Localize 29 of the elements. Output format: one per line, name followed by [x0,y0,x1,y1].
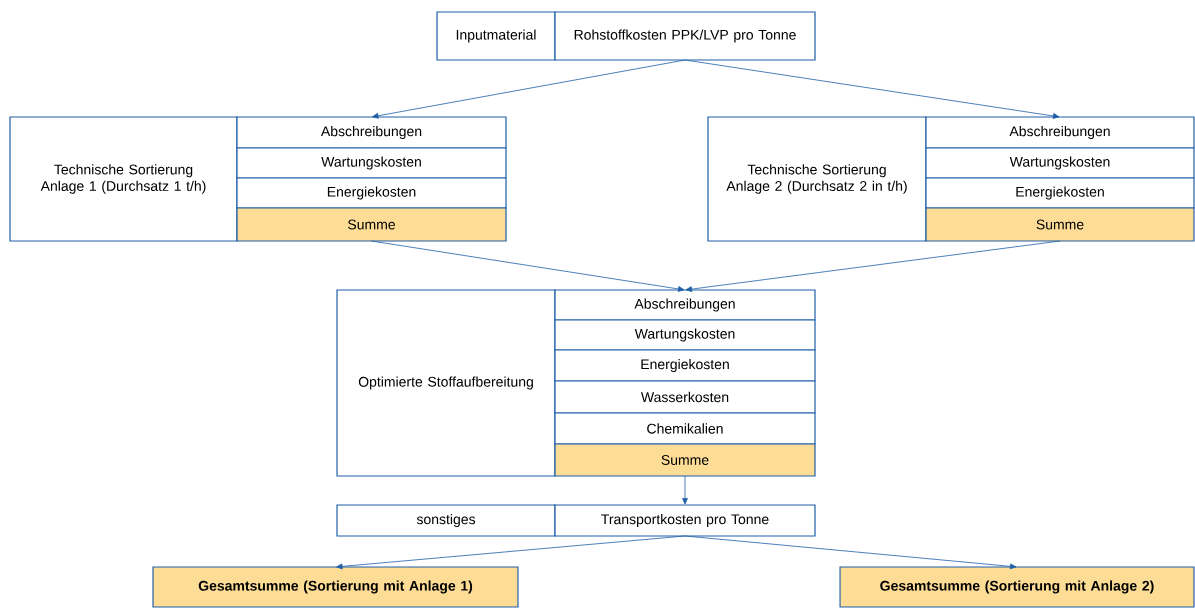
total-box: Gesamtsumme (Sortierung mit Anlage 2) [839,566,1195,608]
sum-cell: Summe [554,443,816,477]
process-box: Technische Sortierung Anlage 1 (Durchsatz 1 t/h) [9,116,238,242]
table-cell: Chemikalien [554,412,816,445]
arrow [371,240,685,292]
table-cell: Transportkosten pro Tonne [554,504,816,537]
table-cell: Wartungskosten [236,147,507,179]
table-cell: Inputmaterial [436,11,556,61]
arrow [336,535,686,570]
table-cell: Abschreibungen [236,116,507,149]
table-cell: Wartungskosten [554,319,816,351]
table-cell: Wasserkosten [554,380,816,414]
process-box: Optimierte Stoffaufbereitung [336,289,556,477]
table-cell: Abschreibungen [554,289,816,321]
table-cell: Energiekosten [554,349,816,382]
arrow [684,59,1060,119]
total-box: Gesamtsumme (Sortierung mit Anlage 1) [152,566,519,608]
table-cell: Wartungskosten [925,147,1195,179]
table-cell: Abschreibungen [925,116,1195,149]
arrow [684,535,1017,570]
table-cell: Energiekosten [925,177,1195,209]
arrow [682,475,688,505]
table-cell: sonstiges [336,504,556,537]
arrow [372,59,686,119]
sum-cell: Summe [236,207,507,242]
process-box: Technische Sortierung Anlage 2 (Durchsatz 2 in t/h) [707,116,927,242]
sum-cell: Summe [925,207,1195,242]
arrow [685,240,1061,292]
table-cell: Energiekosten [236,177,507,209]
